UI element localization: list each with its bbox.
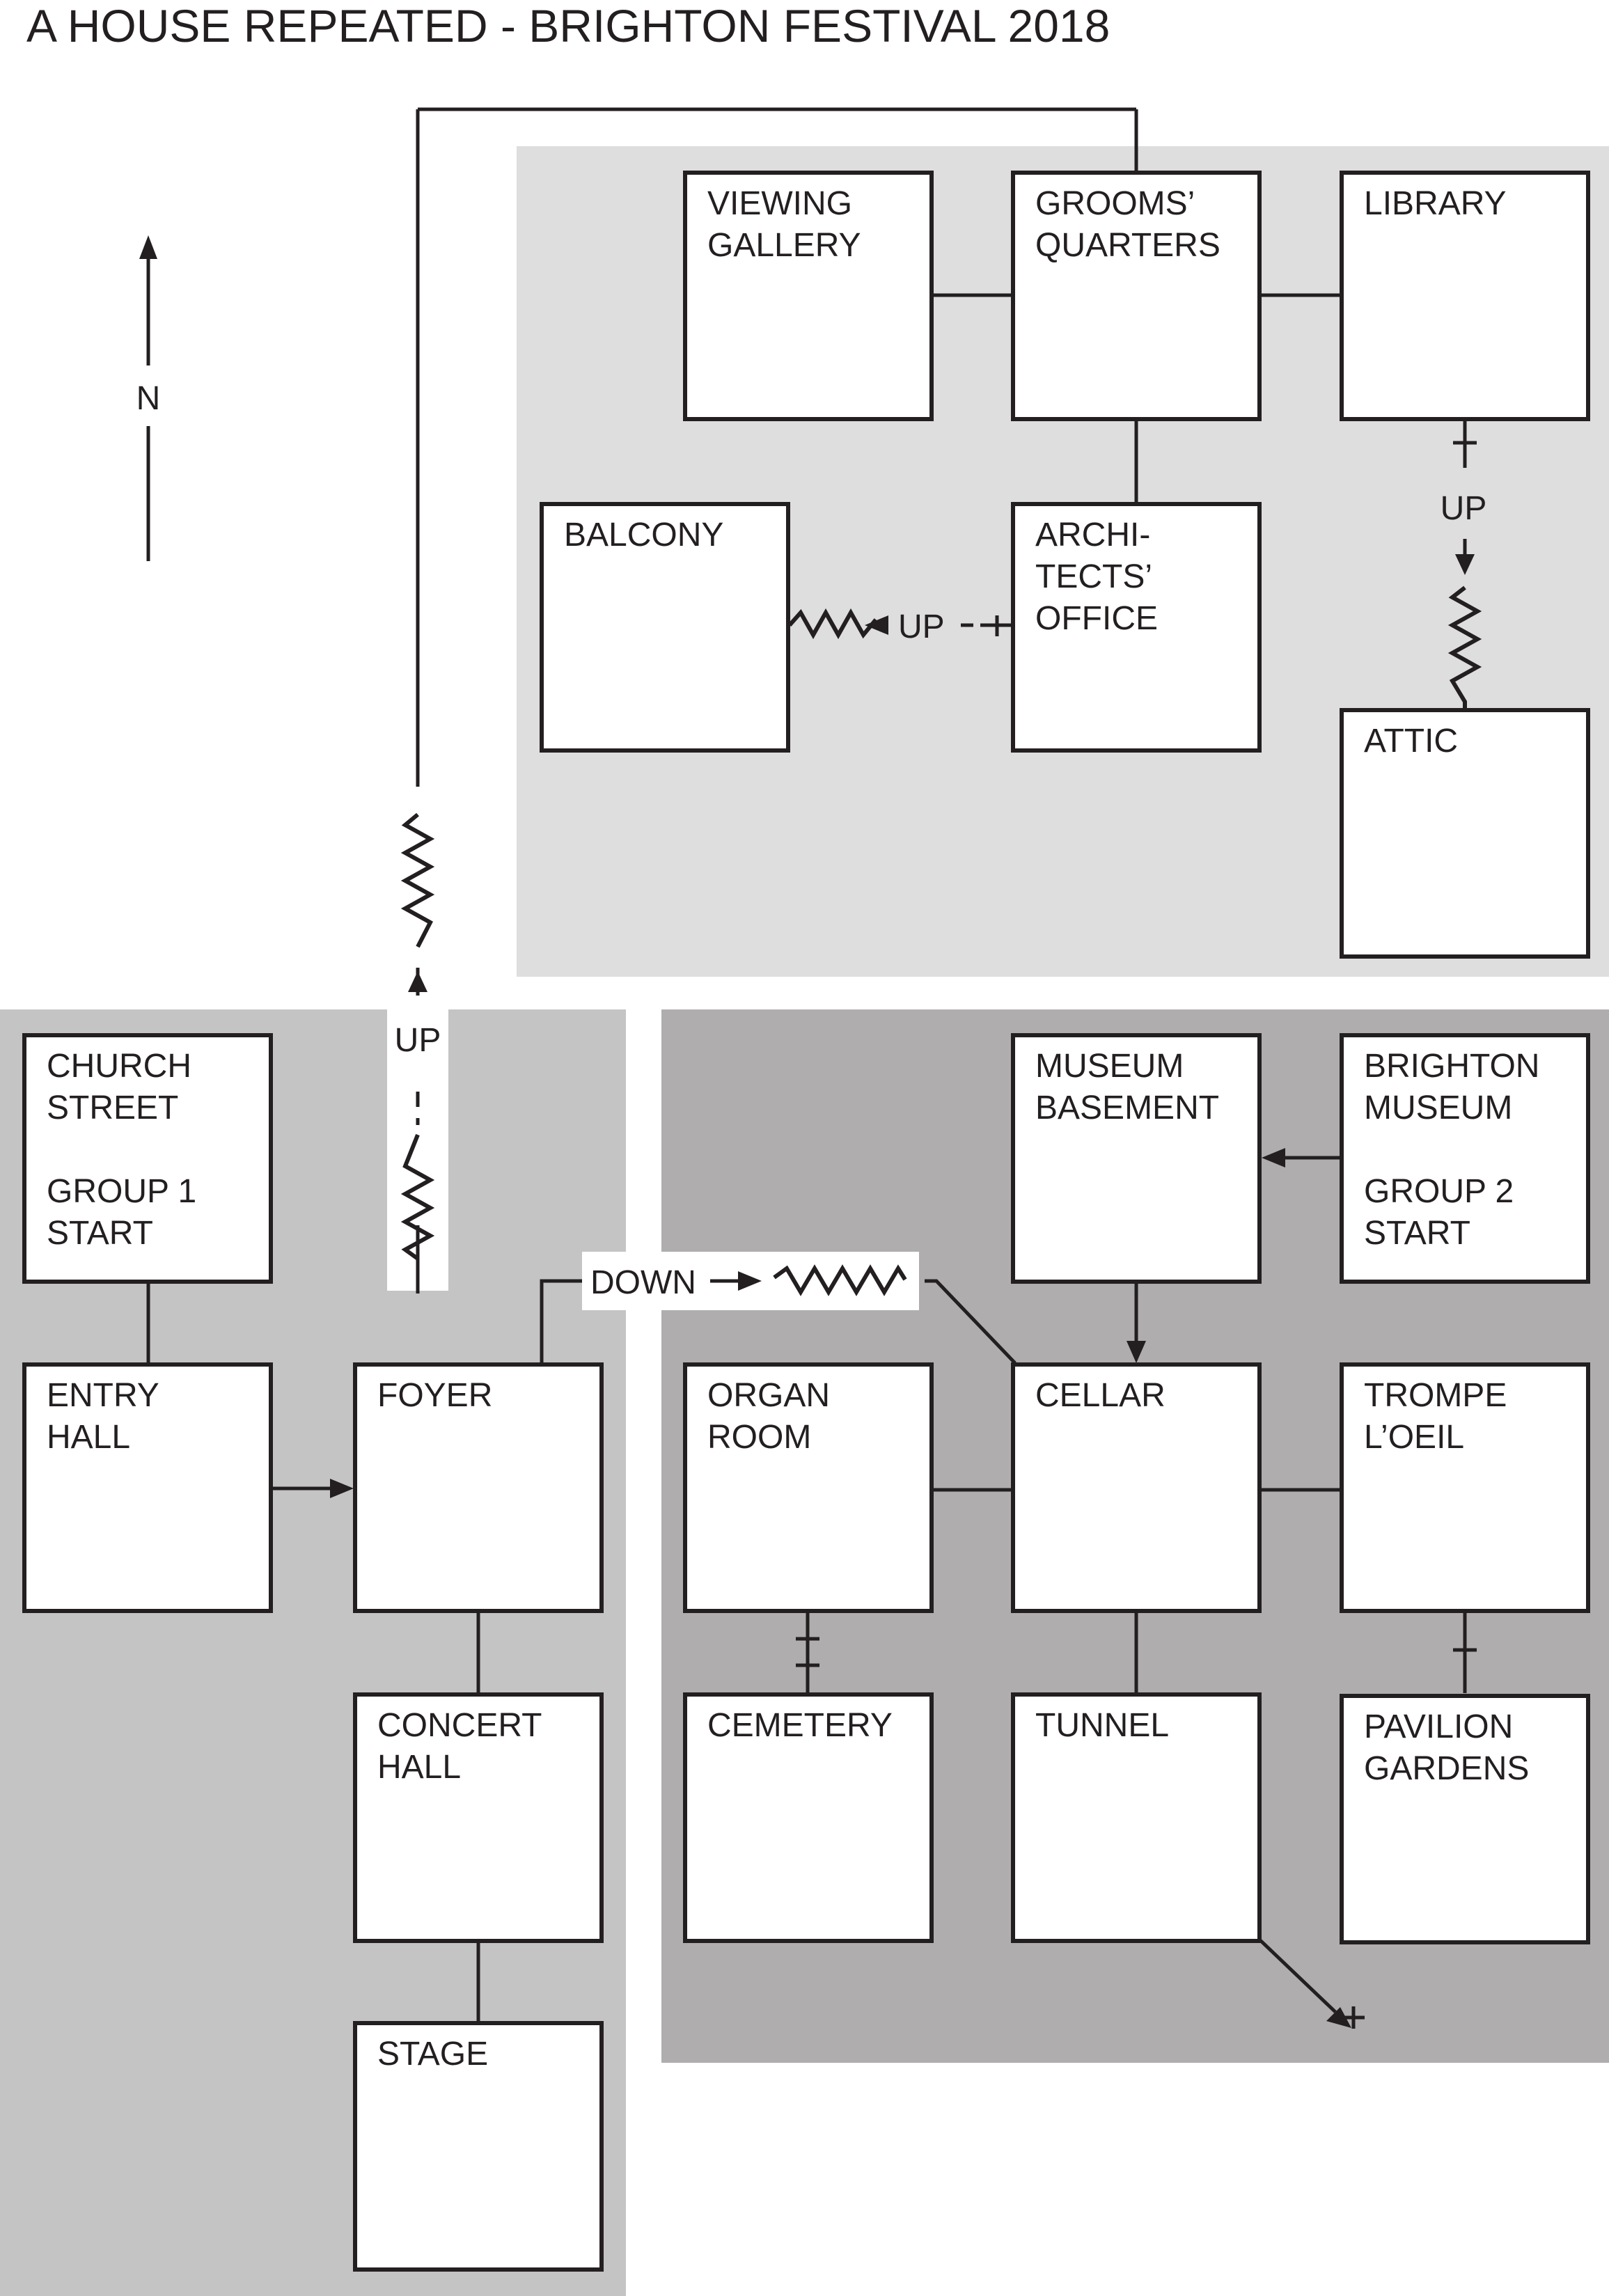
room-stage: STAGE bbox=[353, 2021, 604, 2272]
attic-up-stairs: UP bbox=[1441, 419, 1487, 709]
room-label-tunnel: TUNNEL bbox=[1035, 1707, 1169, 1744]
basement-to-cellar-arrow bbox=[1127, 1341, 1146, 1363]
balcony-stairs-up-label: UP bbox=[898, 608, 945, 645]
room-label-architects-office: ARCHI-TECTS’OFFICE bbox=[1035, 517, 1158, 637]
room-cemetery: CEMETERY bbox=[683, 1692, 934, 1943]
door-markers bbox=[796, 441, 1477, 2029]
room-grooms-quarters: GROOMS’QUARTERS bbox=[1011, 171, 1262, 421]
room-label-grooms-quarters: GROOMS’QUARTERS bbox=[1035, 185, 1221, 264]
room-label-balcony: BALCONY bbox=[564, 517, 723, 553]
room-label-stage: STAGE bbox=[377, 2036, 488, 2073]
cellar-down-stairs: DOWN bbox=[582, 1252, 919, 1310]
foyer-stairs-up-label: UP bbox=[395, 1022, 441, 1059]
attic-stairs-up-label: UP bbox=[1441, 490, 1487, 527]
room-tunnel: TUNNEL bbox=[1011, 1692, 1262, 1943]
room-attic: ATTIC bbox=[1340, 708, 1590, 959]
room-label-foyer: FOYER bbox=[377, 1377, 492, 1414]
room-library: LIBRARY bbox=[1340, 171, 1590, 421]
entry-to-foyer-arrow bbox=[330, 1479, 354, 1498]
museum-to-basement-arrow bbox=[1262, 1148, 1285, 1167]
direction-arrows bbox=[330, 1148, 1285, 1498]
room-label-library: LIBRARY bbox=[1364, 185, 1507, 222]
cellar-stairs-down-label: DOWN bbox=[590, 1264, 696, 1301]
connectors bbox=[146, 107, 1467, 2022]
room-foyer: FOYER bbox=[353, 1362, 604, 1613]
room-label-cellar: CELLAR bbox=[1035, 1377, 1165, 1414]
room-cellar: CELLAR bbox=[1011, 1362, 1262, 1613]
north-arrow-icon: N bbox=[136, 235, 161, 561]
map-title: A HOUSE REPEATED - BRIGHTON FESTIVAL 201… bbox=[26, 0, 1110, 52]
balcony-up-stairs: UP bbox=[787, 608, 1013, 645]
compass-label: N bbox=[136, 380, 161, 417]
foyer-up-stairs: UP bbox=[387, 812, 448, 1294]
room-architects-office: ARCHI-TECTS’OFFICE bbox=[1011, 502, 1262, 753]
room-label-attic: ATTIC bbox=[1364, 723, 1458, 760]
room-balcony: BALCONY bbox=[540, 502, 790, 753]
room-label-cemetery: CEMETERY bbox=[707, 1707, 893, 1744]
